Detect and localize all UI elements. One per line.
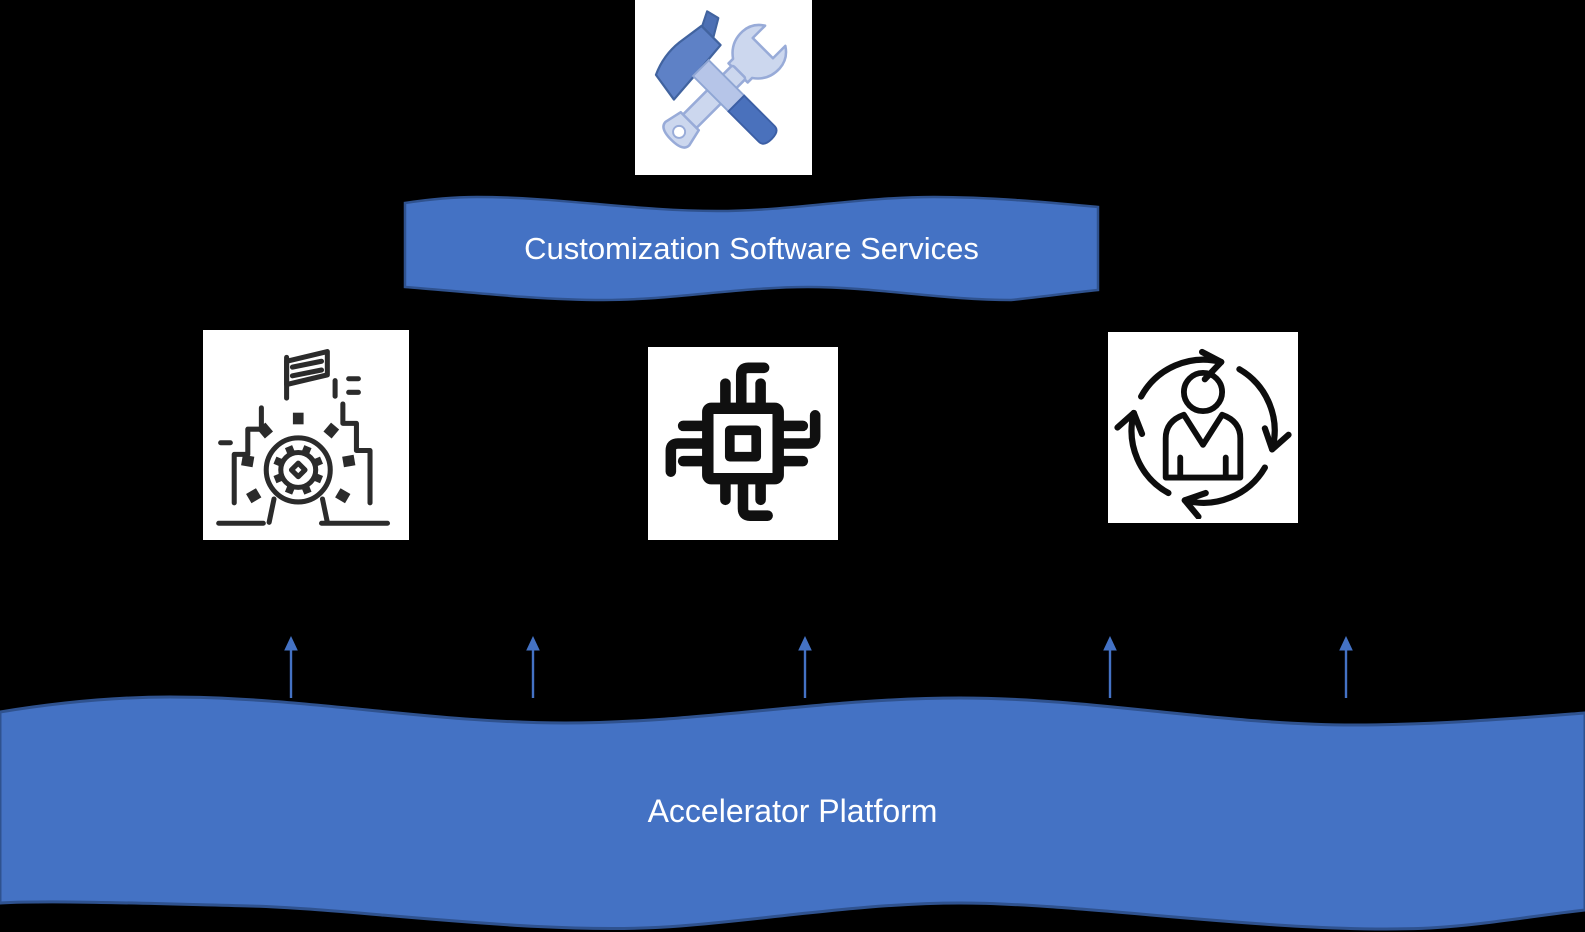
up-arrow-3 xyxy=(798,636,812,698)
customization-banner-shape xyxy=(403,195,1100,302)
user-cycle-box xyxy=(1108,332,1298,523)
user-cycle-icon xyxy=(1114,348,1292,519)
up-arrow-5 xyxy=(1339,636,1353,698)
up-arrow-2 xyxy=(526,636,540,698)
gear-box xyxy=(203,330,409,540)
tools-image-box xyxy=(635,0,812,175)
chip-icon xyxy=(665,362,821,521)
accelerator-banner-shape xyxy=(0,695,1585,931)
tools-icon xyxy=(654,10,788,149)
up-arrow-1 xyxy=(284,636,298,698)
gear-manufacturing-icon xyxy=(216,349,391,526)
up-arrow-4 xyxy=(1103,636,1117,698)
chip-box xyxy=(648,347,838,540)
